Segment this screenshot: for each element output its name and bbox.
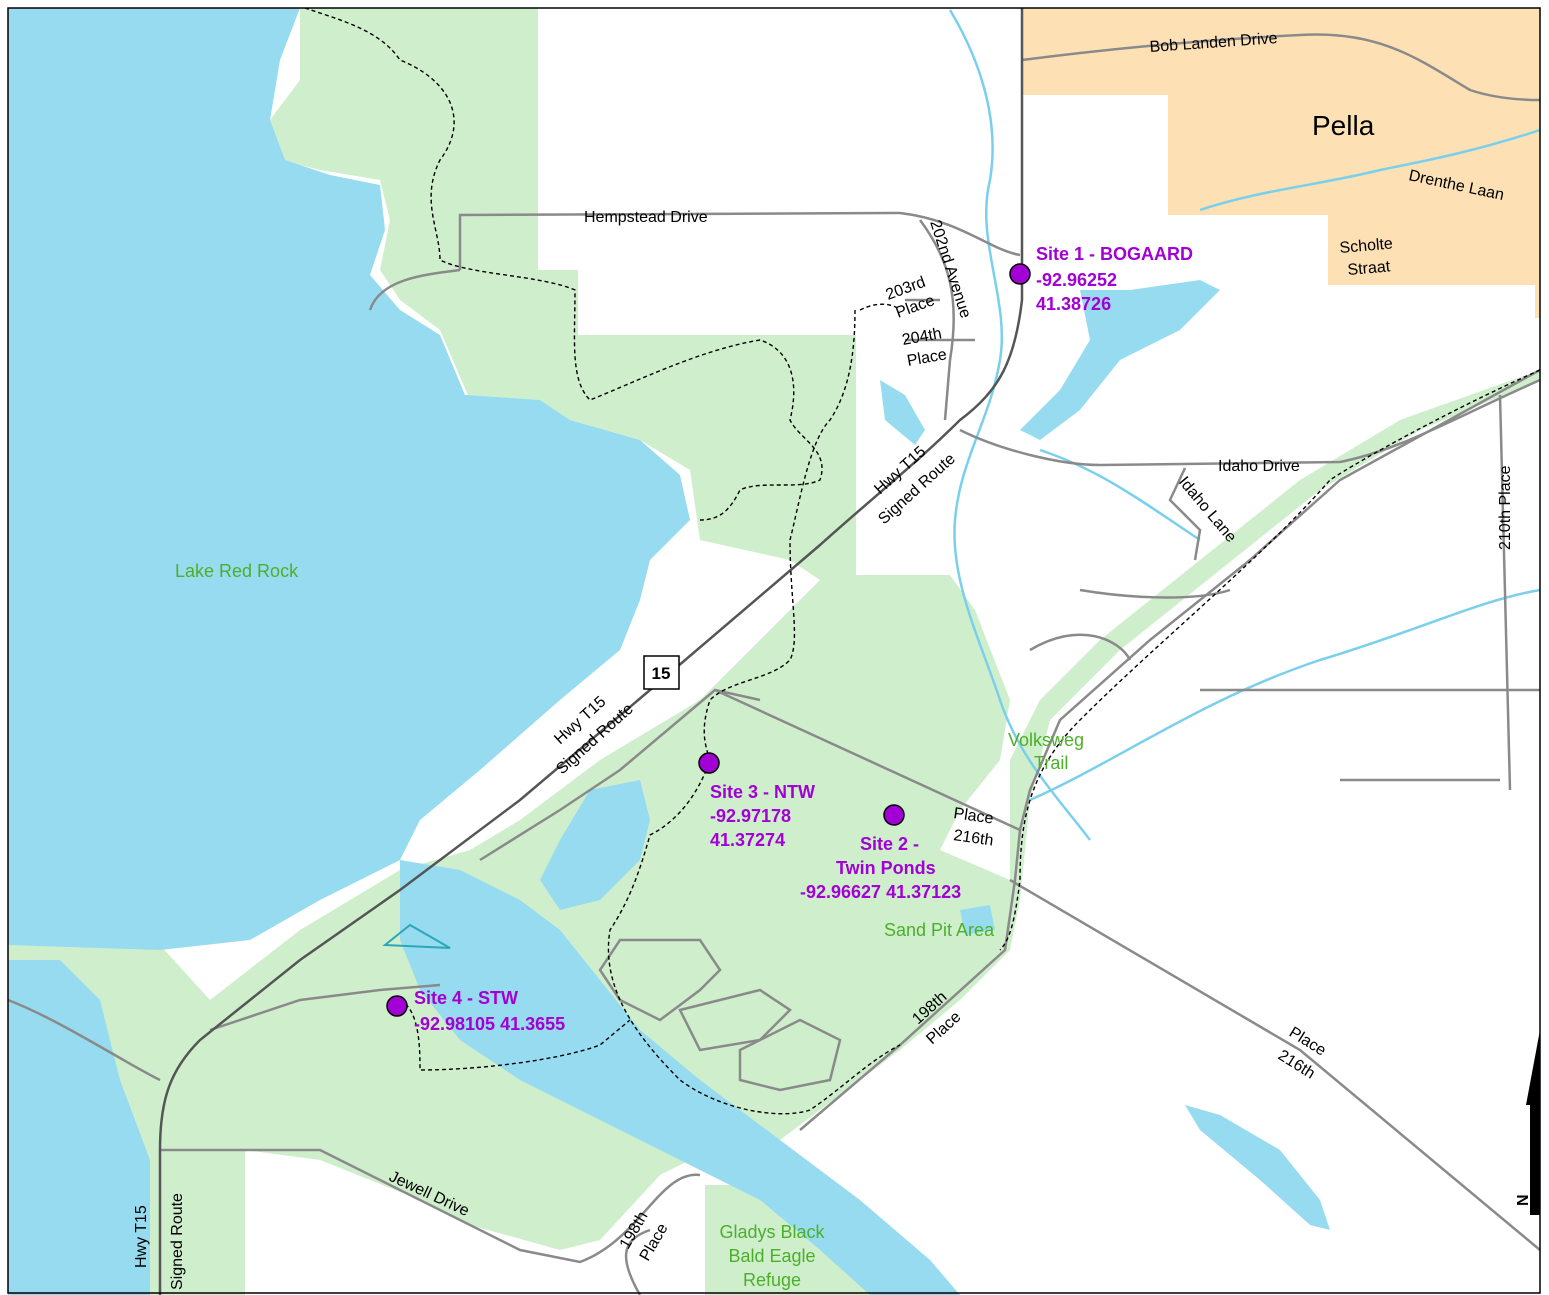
site-label-2-line1: Site 2 - <box>860 834 919 854</box>
lake-red-rock <box>8 8 690 950</box>
urban-area-pella <box>1022 8 1540 318</box>
park-area-trail <box>1010 370 1540 950</box>
stream-east <box>1029 588 1541 802</box>
road-west-park <box>209 983 441 1032</box>
north-arrow-bar <box>1530 1105 1540 1215</box>
north-arrow: N <box>1515 1030 1540 1215</box>
highway-shield-number: 15 <box>652 664 671 683</box>
site-label-1-line3: 41.38726 <box>1036 294 1111 314</box>
site-label-1-line2: -92.96252 <box>1036 270 1117 290</box>
road-camp-3 <box>738 1018 842 1092</box>
highway-t15 <box>158 8 1024 1295</box>
label-scholte-1: Scholte <box>1339 235 1394 257</box>
site-label-3-line2: -92.97178 <box>710 806 791 826</box>
label-idaho-drive: Idaho Drive <box>1218 458 1300 475</box>
pond-sandpit <box>960 905 995 935</box>
site-markers: Site 1 - BOGAARD -92.96252 41.38726 Site… <box>386 244 1193 1034</box>
site-marker-1[interactable] <box>1009 263 1031 285</box>
label-216th-n1: Place <box>952 805 994 827</box>
road-216th-north <box>714 688 1021 832</box>
label-idaho-lane: Idaho Lane <box>1175 474 1240 546</box>
site-label-2-line3: -92.96627 41.37123 <box>800 882 961 902</box>
lake-label: Lake Red Rock <box>175 561 299 581</box>
streams <box>948 9 1541 841</box>
volksweg-label-1: Volksweg <box>1008 730 1084 750</box>
sandpit-label: Sand Pit Area <box>884 920 995 940</box>
road-210th <box>1498 394 1512 791</box>
refuge-label-2: Bald Eagle <box>728 1246 815 1266</box>
pond-small <box>880 380 925 445</box>
local-roads <box>7 33 1541 1295</box>
stream-north <box>1199 128 1541 212</box>
trails <box>304 7 1541 1115</box>
highway-shield-box <box>643 655 680 690</box>
north-arrow-label: N <box>1515 1194 1532 1206</box>
refuge-label-3: Refuge <box>743 1270 801 1290</box>
road-idaho-lane <box>1168 467 1202 561</box>
road-jewell <box>160 1148 701 1264</box>
site-marker-4[interactable] <box>386 995 408 1017</box>
area-labels: Pella Lake Red Rock Volksweg Trail Sand … <box>175 110 1375 1290</box>
site-label-4-line2: -92.98105 41.3655 <box>414 1014 565 1034</box>
lake-west <box>8 960 150 1295</box>
road-hempstead <box>458 211 1021 270</box>
label-204th-1: 204th <box>901 325 943 349</box>
park-area-north <box>8 8 1010 1295</box>
urban-area <box>1022 8 1540 318</box>
site-marker-2[interactable] <box>883 804 905 826</box>
label-scholte-2: Straat <box>1347 258 1392 279</box>
label-204th-2: Place <box>906 346 948 370</box>
volksweg-label-2: Trail <box>1034 753 1068 773</box>
stream-mid <box>1039 448 1201 542</box>
label-hwy-t15-s2: Signed Route <box>169 1193 186 1290</box>
trail-volksweg <box>999 369 1541 951</box>
road-idaho-drive <box>959 378 1541 467</box>
site-label-4-line1: Site 4 - STW <box>414 988 518 1008</box>
label-216th-n2: 216th <box>952 827 994 849</box>
refuge-label-1: Gladys Black <box>719 1222 825 1242</box>
map-frame <box>7 7 1541 1294</box>
highway-shield: 15 <box>643 655 680 690</box>
site-label-1-line1: Site 1 - BOGAARD <box>1036 244 1193 264</box>
road-198th-south <box>624 1228 651 1295</box>
road-park-loop <box>479 688 761 862</box>
road-bob-landen <box>1021 33 1541 102</box>
lake-channel <box>400 860 960 1295</box>
water-bodies <box>8 8 1330 1295</box>
site-label-3-line1: Site 3 - NTW <box>710 782 815 802</box>
road-202nd <box>918 219 955 421</box>
north-arrow-icon <box>1526 1030 1540 1105</box>
road-east-1 <box>1079 588 1231 599</box>
road-216th-south <box>1009 878 1541 1251</box>
label-210th: 210th Place <box>1497 465 1514 550</box>
road-hempstead-loop <box>368 268 461 311</box>
road-camp-1 <box>598 938 722 1022</box>
road-camp-2 <box>678 988 792 1052</box>
city-label-pella: Pella <box>1312 110 1375 141</box>
label-hempstead: Hempstead Drive <box>584 209 708 226</box>
pond-bogaard <box>1020 280 1220 440</box>
site-label-2-line2: Twin Ponds <box>836 858 936 878</box>
highway-t15-line <box>158 8 1024 1295</box>
site-marker-3[interactable] <box>698 752 720 774</box>
pond-east <box>1185 1105 1330 1230</box>
trail-mid <box>607 303 901 1115</box>
park-feature-line <box>382 923 451 949</box>
road-east-2 <box>1029 633 1132 661</box>
stream-main <box>948 9 1091 841</box>
site-label-3-line3: 41.37274 <box>710 830 785 850</box>
trail-north <box>304 7 823 521</box>
label-hwy-t15-s1: Hwy T15 <box>133 1205 150 1268</box>
road-west-park-2 <box>7 998 161 1082</box>
pond-twin <box>540 780 650 910</box>
